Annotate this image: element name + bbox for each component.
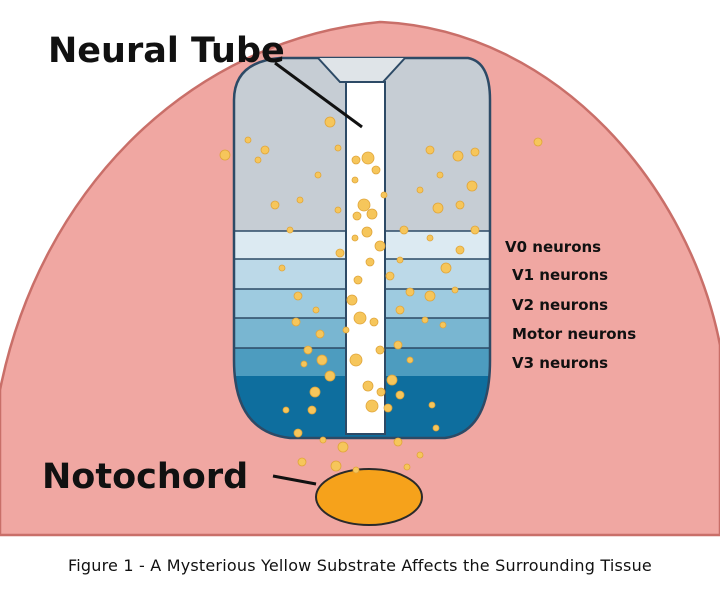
substrate-particle [365,399,379,413]
layer-label-v0: V0 neurons [505,238,601,256]
substrate-particle [421,316,429,324]
substrate-particle [312,306,320,314]
substrate-particle [335,248,345,258]
substrate-particle [440,262,452,274]
substrate-particle [362,380,374,392]
substrate-particle [470,147,480,157]
substrate-particle [436,171,444,179]
substrate-particle [296,196,304,204]
substrate-particle [315,329,325,339]
substrate-particle [439,321,447,329]
substrate-particle [291,317,301,327]
substrate-particle [416,451,424,459]
substrate-particle [361,226,373,238]
substrate-particle [351,234,359,242]
substrate-particle [346,294,358,306]
substrate-particle [403,463,411,471]
substrate-particle [365,257,375,267]
substrate-particle [366,208,378,220]
substrate-particle [293,428,303,438]
substrate-particle [352,211,362,221]
substrate-particle [361,151,375,165]
substrate-particle [337,441,349,453]
figure-caption: Figure 1 - A Mysterious Yellow Substrate… [68,556,652,575]
substrate-particle [319,436,327,444]
notochord [315,468,423,526]
substrate-particle [357,198,371,212]
substrate-particle [455,200,465,210]
substrate-particle [383,403,393,413]
substrate-particle [376,387,386,397]
substrate-particle [352,466,360,474]
substrate-particle [393,340,403,350]
substrate-particle [406,356,414,364]
substrate-particle [399,225,409,235]
substrate-particle [416,186,424,194]
layer-label-motor: Motor neurons [512,325,636,343]
substrate-particle [466,180,478,192]
neural-tube-pointer [274,61,363,129]
neural-tube [232,56,492,440]
substrate-particle [282,406,290,414]
substrate-particle [396,256,404,264]
substrate-particle [300,360,308,368]
substrate-particle [307,405,317,415]
substrate-particle [380,191,388,199]
substrate-particle [219,149,231,161]
central-canal [345,81,386,435]
substrate-particle [309,386,321,398]
substrate-particle [386,374,398,386]
substrate-particle [293,291,303,301]
substrate-particle [424,290,436,302]
yellow-substrate-particles [219,116,543,474]
substrate-particle [303,345,313,355]
substrate-particle [351,176,359,184]
substrate-particle [425,145,435,155]
substrate-particle [451,286,459,294]
substrate-particle [316,354,328,366]
substrate-particle [342,326,350,334]
substrate-particle [286,226,294,234]
substrate-particle [452,150,464,162]
layer-label-v1: V1 neurons [512,266,608,284]
notochord-label: Notochord [42,457,248,497]
notochord-pointer [272,474,317,486]
substrate-particle [334,206,342,214]
substrate-particle [393,437,403,447]
substrate-particle [349,353,363,367]
substrate-particle [432,424,440,432]
substrate-particle [324,116,336,128]
substrate-particle [395,305,405,315]
substrate-particle [314,171,322,179]
substrate-particle [470,225,480,235]
substrate-particle [334,144,342,152]
substrate-particle [426,234,434,242]
substrate-particle [395,390,405,400]
substrate-particle [405,287,415,297]
layer-label-v3: V3 neurons [512,354,608,372]
substrate-particle [330,460,342,472]
substrate-particle [432,202,444,214]
substrate-particle [297,457,307,467]
layer-label-v2: V2 neurons [512,296,608,314]
substrate-particle [270,200,280,210]
substrate-particle [455,245,465,255]
substrate-particle [375,345,385,355]
substrate-particle [371,165,381,175]
substrate-particle [353,311,367,325]
substrate-particle [374,240,386,252]
substrate-particle [533,137,543,147]
substrate-particle [278,264,286,272]
substrate-particle [351,155,361,165]
substrate-particle [428,401,436,409]
substrate-particle [324,370,336,382]
substrate-particle [254,156,262,164]
neural-tube-label: Neural Tube [48,31,285,71]
substrate-particle [244,136,252,144]
substrate-particle [260,145,270,155]
substrate-particle [369,317,379,327]
substrate-particle [353,275,363,285]
substrate-particle [385,271,395,281]
